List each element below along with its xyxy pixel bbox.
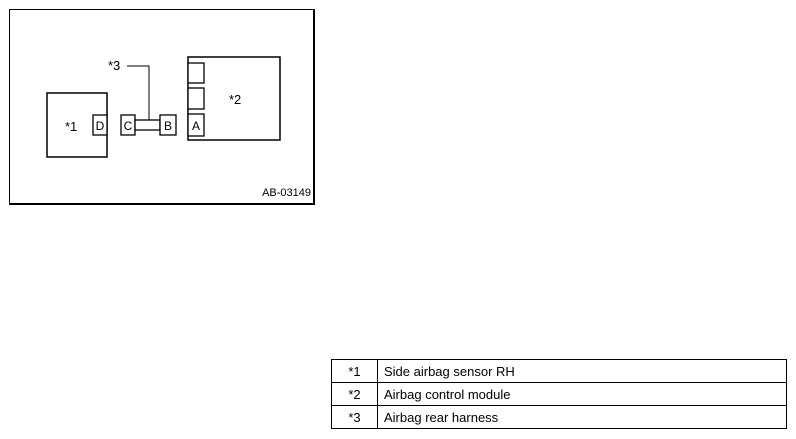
legend-table: *1 Side airbag sensor RH *2 Airbag contr…	[331, 359, 787, 429]
connector-a-label: A	[192, 119, 200, 133]
harness-body	[134, 119, 161, 131]
legend-description: Airbag rear harness	[377, 405, 787, 429]
connector-a	[187, 113, 205, 137]
figure-id: AB-03149	[262, 187, 311, 199]
connector-b	[159, 114, 177, 136]
legend-row: *1 Side airbag sensor RH	[331, 359, 787, 383]
legend-key: *2	[331, 382, 378, 406]
legend-row: *3 Airbag rear harness	[331, 405, 787, 429]
module-slot-top	[187, 62, 205, 84]
diagram-frame: *1 D C B *3 A *2 AB-03149	[9, 9, 315, 205]
callout-3-leader	[127, 65, 150, 120]
connector-d-label: D	[96, 119, 105, 133]
connector-d	[92, 114, 108, 136]
legend-key: *3	[331, 405, 378, 429]
connector-diagram: *1 D C B *3 A *2 AB-03149	[46, 56, 311, 199]
legend-description: Side airbag sensor RH	[377, 359, 787, 383]
module-slot-middle	[187, 87, 205, 110]
legend-description: Airbag control module	[377, 382, 787, 406]
connector-b-label: B	[164, 119, 172, 133]
legend-key: *1	[331, 359, 378, 383]
legend-row: *2 Airbag control module	[331, 382, 787, 406]
callout-1: *1	[65, 119, 77, 134]
connector-c-label: C	[124, 119, 133, 133]
callout-3: *3	[108, 58, 120, 73]
callout-2: *2	[229, 92, 241, 107]
